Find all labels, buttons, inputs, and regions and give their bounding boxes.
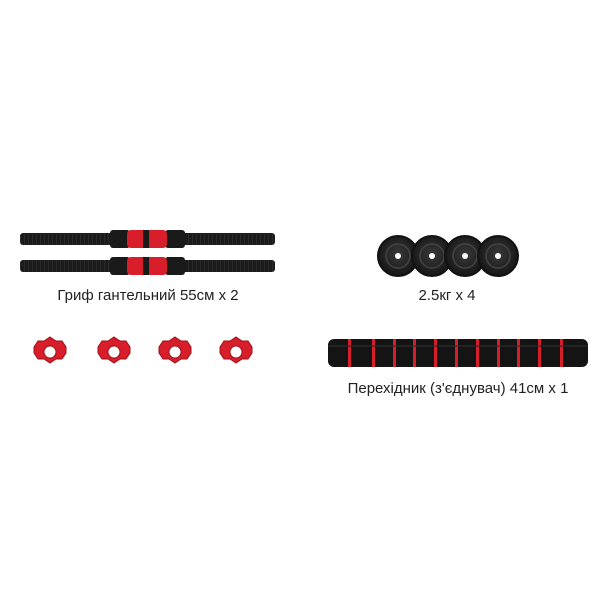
weight-plate-icon	[377, 235, 419, 277]
weight-plate-icon	[411, 235, 453, 277]
connector-caption: Перехідник (з'єднувач) 41см х 1	[347, 380, 569, 397]
collar-nut-icon	[33, 336, 67, 364]
collar-nut-icon	[158, 336, 192, 364]
weight-plate-icon	[444, 235, 486, 277]
collar-nut-icon	[97, 336, 131, 364]
dumbbell-bar-caption: Гриф гантельний 55см х 2	[57, 287, 239, 304]
dumbbell-bar-icon	[20, 257, 275, 275]
weight-plate-caption: 2.5кг х 4	[418, 287, 476, 304]
weight-plate-icon	[477, 235, 519, 277]
collar-nut-icon	[219, 336, 253, 364]
connector-tube-icon	[328, 339, 588, 367]
dumbbell-bar-icon	[20, 230, 275, 248]
